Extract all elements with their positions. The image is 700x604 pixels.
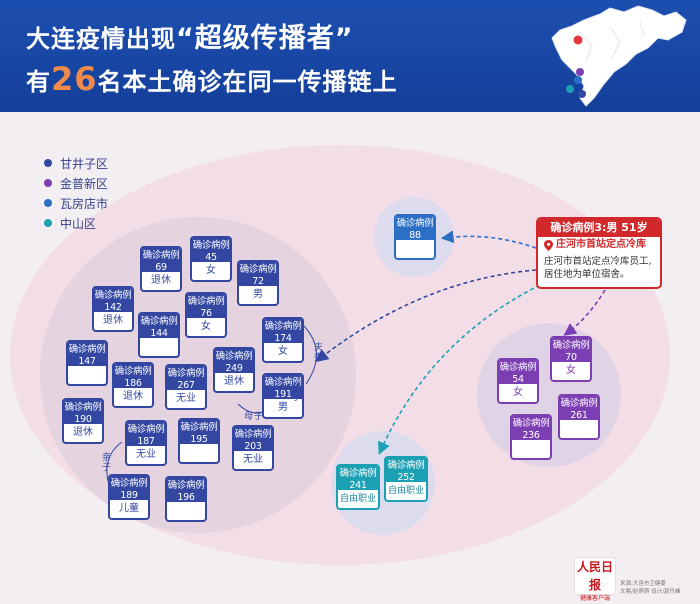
header-banner: 大连疫情出现“超级传播者” 有26名本土确诊在同一传播链上 — [0, 0, 700, 112]
legend-dot — [44, 219, 52, 227]
source-case-description: 庄河市首站定点冷库员工,居住地为单位宿舍。 — [544, 256, 652, 280]
link-to-jinpu — [563, 289, 606, 336]
source-case-card: 确诊病例3:男 51岁 庄河市首站定点冷库 庄河市首站定点冷库员工,居住地为单位… — [536, 217, 662, 289]
legend-item-zhongshan: 中山区 — [44, 213, 108, 233]
link-to-wafangdian — [440, 230, 537, 249]
legend-dot — [44, 179, 52, 187]
legend: 甘井子区 金普新区 瓦房店市 中山区 — [44, 153, 108, 233]
relation-spouse-label: 夫妻 — [312, 342, 322, 362]
legend-dot — [44, 159, 52, 167]
relation-parent-child-label: 亲子 — [100, 452, 110, 472]
credits: 来源:大连市卫健委 文案/赵萌萌 设计/郭丹峰 — [620, 581, 681, 595]
dalian-mini-map-icon — [551, 5, 687, 107]
legend-item-wafangdian: 瓦房店市 — [44, 193, 108, 213]
legend-item-ganjingzi: 甘井子区 — [44, 153, 108, 173]
legend-item-jinpu: 金普新区 — [44, 173, 108, 193]
link-to-zhongshan — [378, 284, 541, 455]
title-line-2: 有26名本土确诊在同一传播链上 — [26, 60, 398, 98]
relation-mother-son-label-2: 母子 — [290, 382, 300, 402]
source-case-location: 庄河市首站定点冷库 — [538, 237, 660, 253]
relation-mother-son-label-1: 母子 — [244, 412, 265, 422]
title-line-1: 大连疫情出现“超级传播者” — [26, 23, 354, 54]
case-count: 26 — [51, 60, 98, 98]
peoples-daily-logo: 人民日报 健康客户端 — [574, 557, 616, 602]
location-pin-icon — [544, 239, 553, 251]
spouse-bracket — [303, 325, 317, 385]
source-case-title: 确诊病例3:男 51岁 — [538, 219, 660, 237]
link-to-ganjingzi — [315, 269, 537, 362]
legend-dot — [44, 199, 52, 207]
